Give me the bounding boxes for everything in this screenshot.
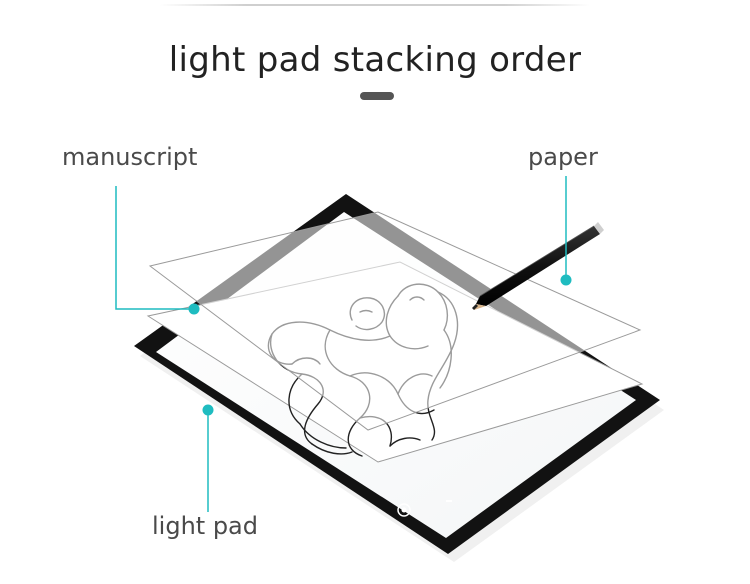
light-pad-callout-dot [202,404,214,416]
page-title: light pad stacking order [168,40,582,80]
manuscript-leader-line [115,186,194,310]
manuscript-label: manuscript [62,143,198,171]
power-button-icon [397,503,411,517]
pencil-icon [472,222,604,310]
top-divider [160,4,590,6]
title-underline-bar [360,92,394,100]
paper-callout-dot [560,274,572,286]
paper-sheet [148,211,642,431]
paper-label: paper [528,143,598,171]
light-pad-label: light pad [152,512,258,540]
usb-port [446,500,452,502]
callout-lines [115,176,567,512]
callout-dots [188,274,572,416]
manuscript-callout-dot [188,303,200,315]
paper-sheet-outline [148,211,642,431]
power-button-dot [401,507,407,513]
